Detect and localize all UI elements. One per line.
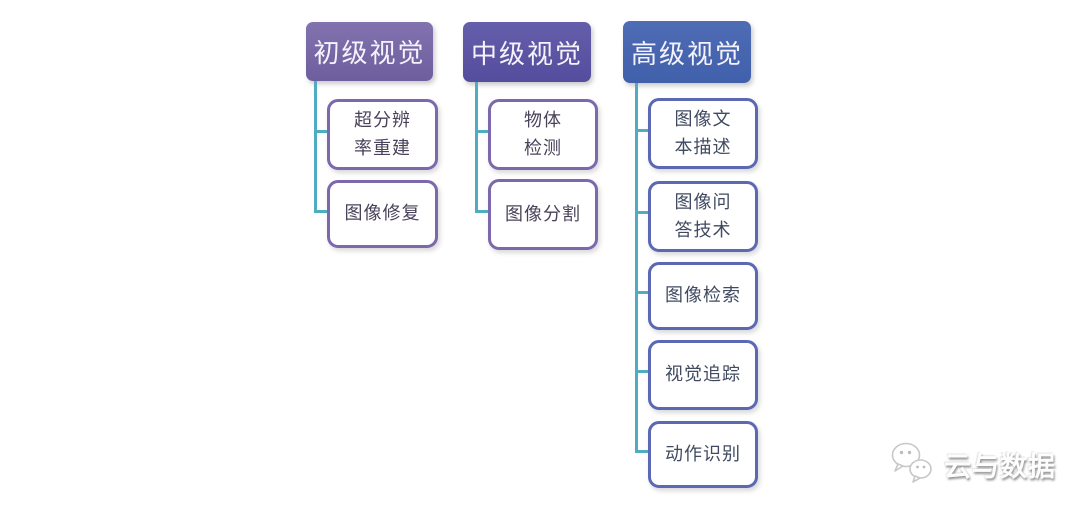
- node-image-captioning: 图像文 本描述: [648, 98, 758, 169]
- connector-stub-col1-2: [314, 210, 328, 213]
- node-visual-tracking-label: 视觉追踪: [665, 364, 741, 385]
- node-image-inpainting: 图像修复: [327, 180, 438, 248]
- node-image-retrieval: 图像检索: [648, 262, 758, 330]
- header-intermediate-vision-label: 中级视觉: [470, 39, 583, 70]
- connector-stub-col3-3: [635, 291, 649, 294]
- node-image-retrieval-label: 图像检索: [665, 285, 741, 306]
- node-visual-qa: 图像问 答技术: [648, 181, 758, 252]
- node-object-detection-label: 物体 检测: [524, 109, 562, 159]
- header-intermediate-vision: 中级视觉: [463, 22, 591, 82]
- header-advanced-vision: 高级视觉: [623, 21, 751, 83]
- node-super-resolution: 超分辨 率重建: [327, 99, 438, 170]
- connector-stub-col2-2: [475, 210, 489, 213]
- connector-stub-col1-1: [314, 130, 328, 133]
- header-advanced-vision-label: 高级视觉: [630, 39, 743, 70]
- node-image-segmentation-label: 图像分割: [505, 203, 581, 225]
- watermark-label: 云与数据: [944, 451, 1056, 483]
- connector-vline-col1: [314, 81, 317, 213]
- connector-stub-col3-4: [635, 370, 649, 373]
- node-super-resolution-label: 超分辨 率重建: [354, 109, 411, 159]
- connector-stub-col3-1: [635, 129, 649, 132]
- node-image-inpainting-label: 图像修复: [344, 203, 421, 224]
- connector-stub-col3-5: [635, 450, 649, 453]
- header-primary-vision-label: 初级视觉: [313, 39, 426, 69]
- header-primary-vision: 初级视觉: [306, 22, 433, 81]
- connector-vline-col2: [475, 82, 478, 213]
- node-image-captioning-label: 图像文 本描述: [674, 108, 732, 158]
- node-object-detection: 物体 检测: [488, 99, 598, 170]
- connector-stub-col2-1: [475, 130, 489, 133]
- watermark: 云与数据: [888, 440, 1056, 488]
- wechat-icon: [888, 438, 936, 490]
- connector-stub-col3-2: [635, 211, 649, 214]
- node-action-recognition-label: 动作识别: [665, 443, 741, 465]
- node-action-recognition: 动作识别: [648, 421, 758, 488]
- connector-vline-col3: [635, 83, 638, 453]
- node-visual-qa-label: 图像问 答技术: [674, 191, 732, 241]
- node-image-segmentation: 图像分割: [488, 179, 598, 250]
- node-visual-tracking: 视觉追踪: [648, 340, 758, 410]
